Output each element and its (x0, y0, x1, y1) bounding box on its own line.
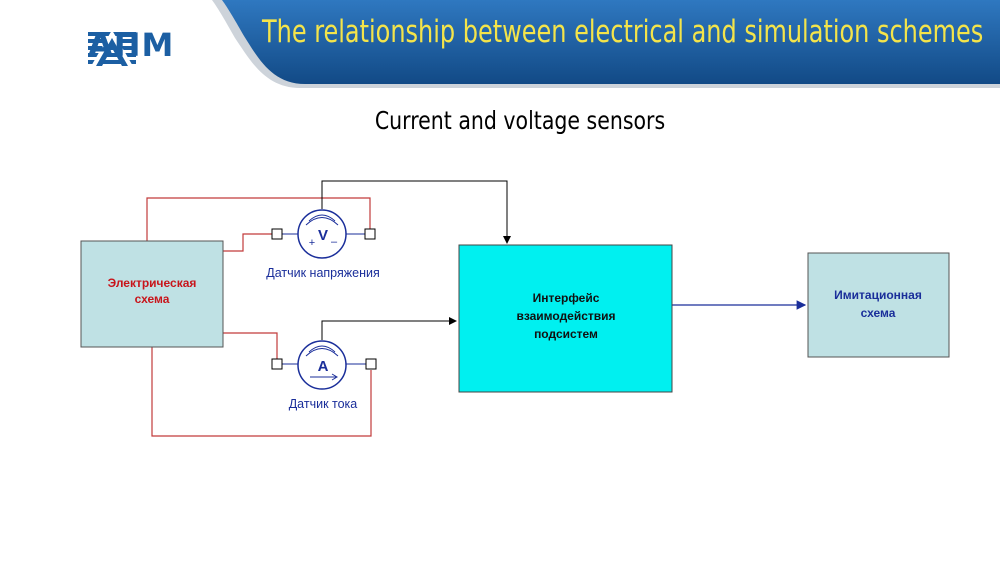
header-banner (212, 0, 1000, 88)
voltage-signal-line (321, 180, 511, 244)
wire-current-in (223, 332, 278, 359)
voltage-port-left[interactable] (271, 228, 283, 240)
power-wires (146, 197, 372, 437)
current-signal-line (321, 317, 457, 340)
simulation-scheme-block[interactable]: Имитационная схема (807, 252, 950, 358)
wire-voltage-in (223, 233, 272, 252)
page-title: The relationship between electrical and … (262, 14, 984, 50)
current-sensor-label: Датчик тока (289, 397, 358, 411)
apm-logo-icon (88, 30, 136, 68)
interface-label-3: подсистем (534, 327, 598, 341)
interface-label-2: взаимодействия (516, 309, 615, 323)
electrical-scheme-block[interactable]: Электрическая схема (80, 240, 224, 348)
slide-subtitle: Current and voltage sensors (374, 106, 666, 135)
electrical-scheme-label-1: Электрическая (108, 276, 197, 290)
current-port-right[interactable] (365, 358, 377, 370)
wire-bottom-loop (151, 347, 372, 437)
simulation-scheme-label-2: схема (861, 306, 896, 320)
wire-top-loop (146, 197, 371, 241)
current-port-left[interactable] (271, 358, 283, 370)
current-sensor[interactable]: A (271, 340, 377, 390)
voltage-port-right[interactable] (364, 228, 376, 240)
voltage-plus: + (309, 237, 315, 249)
electrical-scheme-label-2: схема (135, 292, 170, 306)
simulation-scheme-label-1: Имитационная (834, 288, 922, 302)
voltage-symbol: V (318, 227, 328, 244)
voltage-sensor-label: Датчик напряжения (266, 266, 379, 280)
interface-block[interactable]: Интерфейс взаимодействия подсистем (458, 244, 673, 393)
current-symbol: A (318, 358, 329, 375)
interface-label-1: Интерфейс (533, 291, 600, 305)
signal-lines (321, 180, 511, 340)
logo-text: АПМ (88, 26, 175, 64)
voltage-sensor[interactable]: V + – (271, 209, 376, 259)
voltage-minus: – (331, 236, 338, 248)
